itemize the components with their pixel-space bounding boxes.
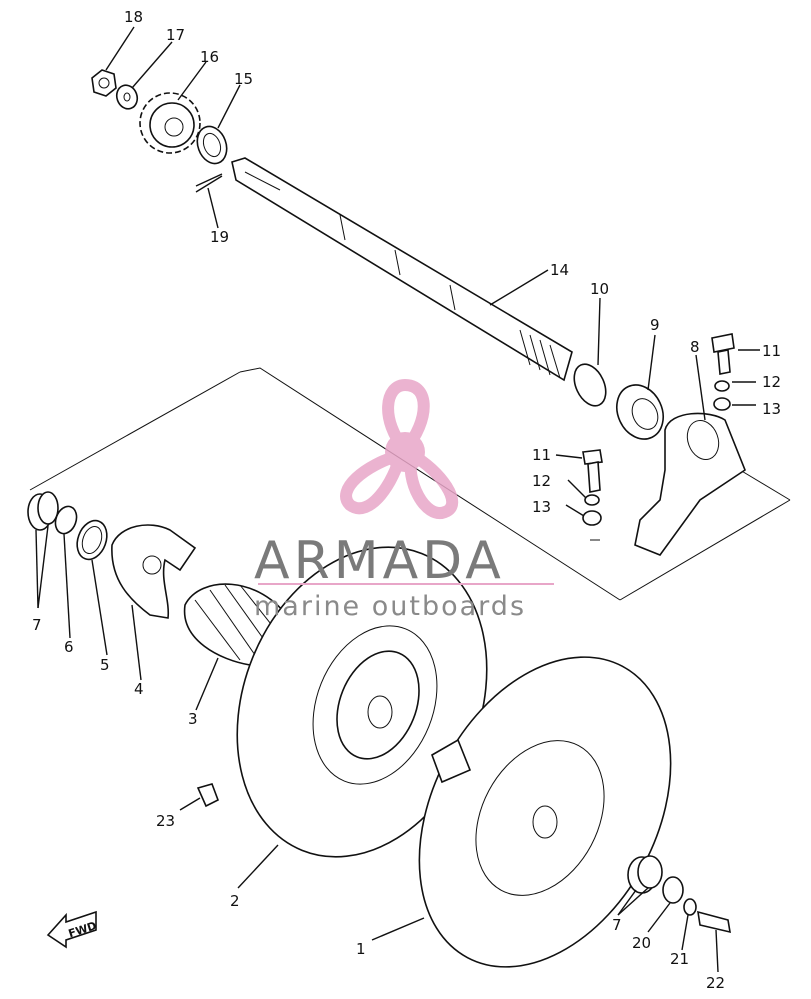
assembly-frame [29, 367, 791, 601]
bolt-part [582, 333, 735, 493]
callout-11-upper: 11 [762, 342, 781, 360]
seal-ring-parts [27, 491, 108, 561]
bearing-bracket-part [634, 412, 746, 556]
watermark-logo-icon [340, 378, 458, 519]
callout-3: 3 [188, 710, 198, 728]
callout-8: 8 [690, 338, 700, 356]
callout-12-upper: 12 [762, 373, 781, 391]
callout-21: 21 [670, 950, 689, 968]
callout-13-upper: 13 [762, 400, 781, 418]
callout-2: 2 [230, 892, 240, 910]
cotter-pin-part [195, 173, 223, 193]
callout-leader-lines [35, 26, 760, 973]
circlip-part [573, 363, 607, 407]
watermark-tagline: marine outboards [254, 591, 526, 622]
callout-5: 5 [100, 656, 110, 674]
nut-part [91, 69, 117, 97]
movable-sheave-part [236, 546, 488, 858]
callout-18: 18 [124, 8, 143, 26]
washer-part [115, 84, 139, 110]
callout-19: 19 [210, 228, 229, 246]
callout-labels: 18 17 16 15 19 14 10 9 8 11 12 13 11 12 … [32, 8, 781, 992]
watermark-brand: ARMADA [254, 531, 505, 591]
callout-9: 9 [650, 316, 660, 334]
sprocket-part [139, 92, 201, 154]
callout-14: 14 [550, 261, 569, 279]
fixed-sheave-part [418, 656, 672, 968]
callout-12-lower: 12 [532, 472, 551, 490]
callout-20: 20 [632, 934, 651, 952]
callout-22: 22 [706, 974, 725, 992]
callout-7-right: 7 [612, 916, 622, 934]
callout-7-left: 7 [32, 616, 42, 634]
forward-direction-arrow-icon: FWD [46, 910, 98, 949]
callout-13-lower: 13 [532, 498, 551, 516]
end-washer-parts [627, 855, 731, 934]
callout-6: 6 [64, 638, 74, 656]
callout-11-lower: 11 [532, 446, 551, 464]
callout-17: 17 [166, 26, 185, 44]
watermark: ARMADA marine outboards [254, 531, 554, 622]
ball-bearing-part [616, 384, 664, 440]
spring-washer-part [582, 380, 731, 526]
callout-23: 23 [156, 812, 175, 830]
callout-1: 1 [356, 940, 366, 958]
callout-16: 16 [200, 48, 219, 66]
cam-part [111, 524, 197, 619]
callout-15: 15 [234, 70, 253, 88]
callout-4: 4 [134, 680, 144, 698]
bushing-part [196, 783, 220, 808]
callout-10: 10 [590, 280, 609, 298]
drive-shaft-part [231, 157, 573, 382]
bearing-part [196, 125, 228, 165]
